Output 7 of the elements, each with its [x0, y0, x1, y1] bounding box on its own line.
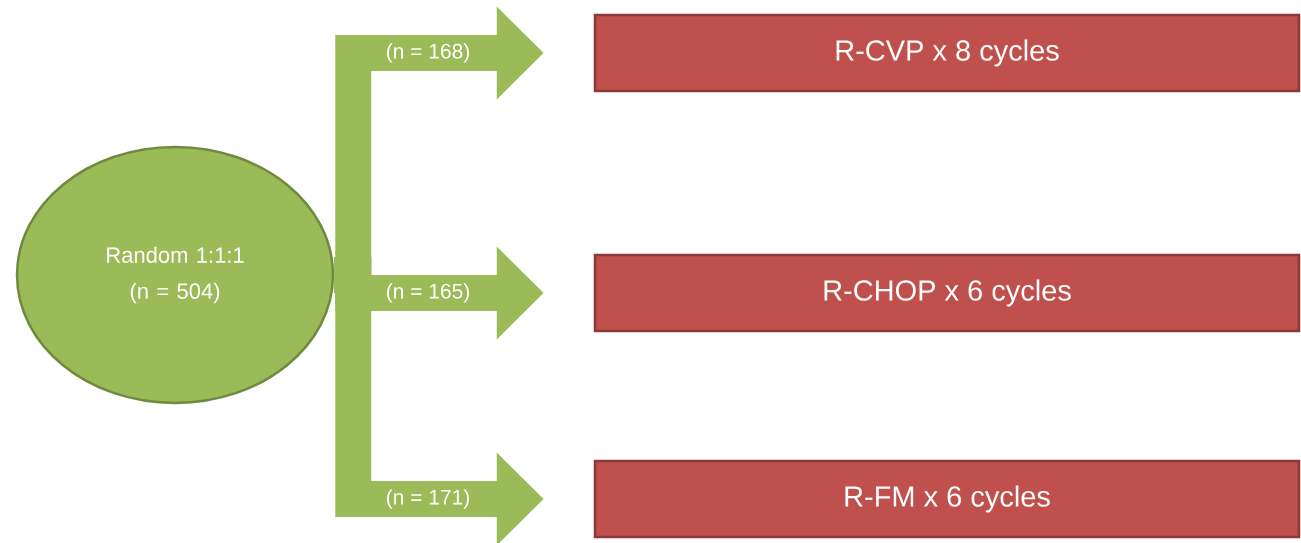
treatment-box: R-CVP x 8 cycles	[593, 13, 1301, 93]
oval: Random 1:1:1 (n = 504)	[15, 145, 335, 405]
treatment-box: R-CHOP x 6 cycles	[593, 253, 1301, 333]
edge-label: (n = 165)	[387, 283, 469, 303]
treatment-box: R-FM x 6 cycles	[593, 459, 1301, 539]
edge-label: (n = 168)	[387, 43, 469, 63]
edge-label: (n = 171)	[387, 489, 469, 509]
